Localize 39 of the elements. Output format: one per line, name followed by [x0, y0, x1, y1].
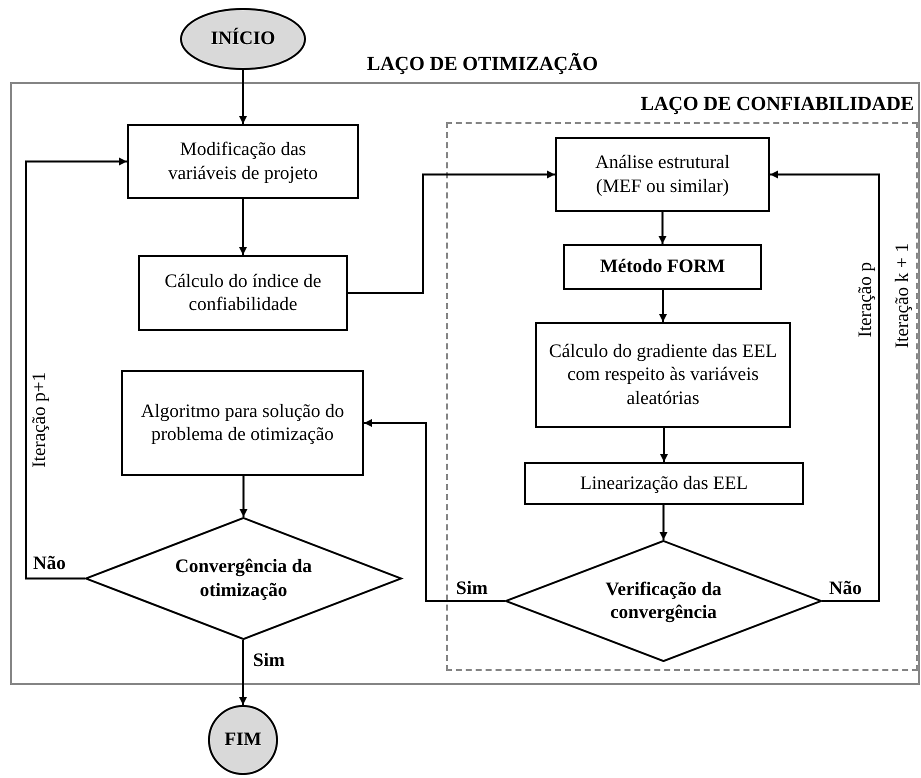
arrow [660, 505, 668, 540]
arrow [240, 476, 248, 517]
arrow [660, 428, 668, 462]
node-text: Algoritmo para solução do problema de otimização [140, 400, 346, 446]
loop-heading: LAÇO DE OTIMIZAÇÃO [366, 52, 598, 76]
arrow [239, 70, 247, 124]
arrow [25, 158, 127, 580]
iteration-label: Iteração k + 1 [893, 243, 912, 348]
arrow [770, 170, 880, 602]
process-box [127, 124, 359, 199]
process-box [555, 137, 770, 212]
node-text: Modificação das variáveis de projeto [167, 138, 319, 185]
process-box [524, 462, 804, 505]
process-box [535, 322, 791, 428]
arrow [658, 212, 666, 244]
node-text: FIM [224, 728, 262, 752]
arrow [239, 640, 247, 705]
node-text: Método FORM [598, 255, 726, 279]
node-text: INÍCIO [210, 27, 276, 51]
process-box [563, 244, 762, 290]
edge-label: Não [829, 578, 862, 601]
loop-heading: LAÇO DE CONFIABILIDADE [640, 92, 914, 116]
arrow [348, 170, 555, 294]
iteration-label: Iteração p [856, 262, 875, 338]
arrow [659, 290, 667, 322]
node-text: Análise estrutural (MEF ou similar) [594, 151, 731, 198]
edge-label: Sim [253, 650, 285, 673]
node-text: Cálculo do gradiente das EEL com respeito às variáveis aleatórias [548, 340, 778, 410]
node-text: Convergência da otimização [174, 555, 313, 602]
process-box [121, 370, 364, 476]
edge-label: Sim [456, 578, 488, 601]
arrow [364, 419, 505, 602]
iteration-label: Iteração p+1 [30, 372, 49, 468]
node-text: Linearização das EEL [579, 472, 749, 496]
arrow [239, 199, 247, 255]
node-text: Verificação da convergência [604, 578, 722, 624]
node-text: Cálculo do índice de confiabilidade [164, 270, 322, 316]
process-box [138, 255, 348, 331]
edge-label: Não [33, 553, 66, 576]
